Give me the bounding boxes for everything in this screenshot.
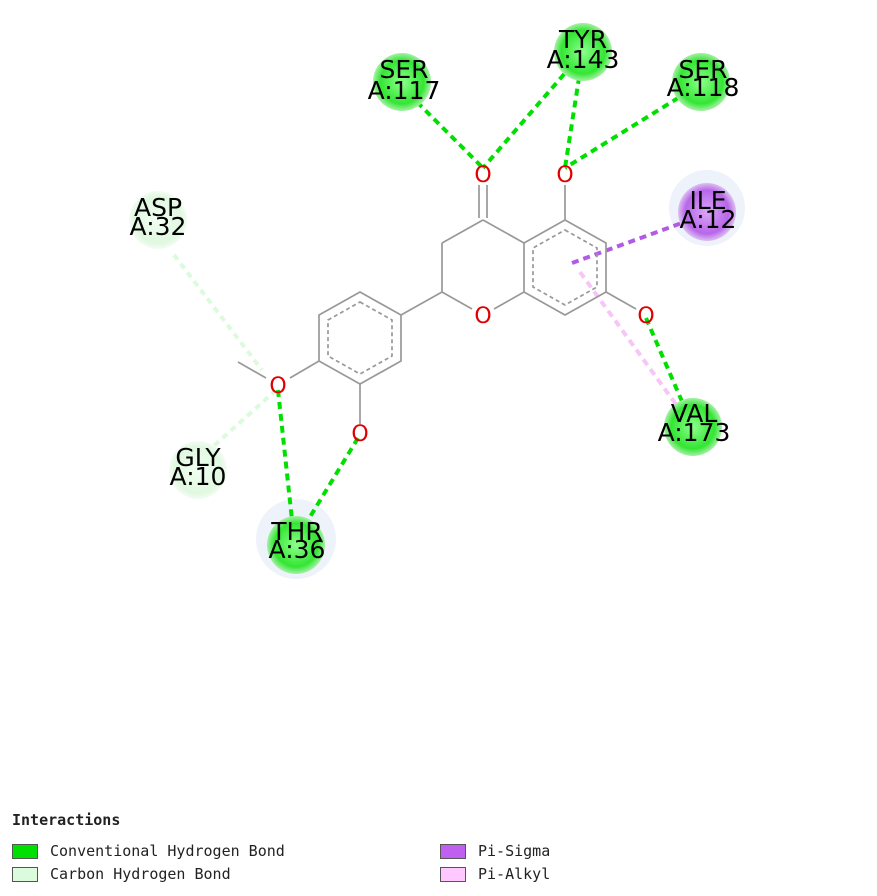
hbond-val173 — [644, 317, 692, 421]
oxygen-5: O — [556, 163, 573, 188]
residue-id: A:36 — [269, 535, 326, 564]
residue-asp32: ASP A:32 — [129, 191, 187, 249]
legend-swatch — [12, 866, 38, 882]
residue-id: A:32 — [130, 212, 187, 241]
legend: Interactions Conventional Hydrogen Bond … — [12, 811, 612, 891]
residue-id: A:118 — [667, 73, 740, 102]
residue-ser118: SER A:118 — [667, 53, 740, 111]
oxygen-hydroxy: O — [351, 422, 368, 447]
hbond-tyr143-o5 — [563, 64, 583, 169]
legend-item-conventional-hbond: Conventional Hydrogen Bond — [12, 841, 285, 861]
residue-id: A:173 — [658, 418, 731, 447]
pi-sigma-ile12 — [571, 218, 691, 265]
legend-label: Pi-Alkyl — [478, 865, 551, 883]
residue-gly10: GLY A:10 — [169, 441, 227, 499]
residue-ser117: SER A:117 — [368, 53, 441, 111]
legend-swatch — [12, 843, 38, 859]
hbond-ser118 — [563, 83, 701, 170]
legend-label: Conventional Hydrogen Bond — [50, 842, 285, 860]
legend-item-carbon-hbond: Carbon Hydrogen Bond — [12, 864, 231, 884]
residue-ile12: ILE A:12 — [678, 183, 736, 241]
legend-item-pi-sigma: Pi-Sigma — [440, 841, 550, 861]
ligand-structure — [237, 185, 637, 424]
residue-id: A:117 — [368, 76, 441, 105]
legend-swatch — [440, 843, 466, 859]
residue-id: A:143 — [547, 45, 620, 74]
residue-name: THR — [270, 517, 322, 546]
residue-name: ASP — [134, 193, 182, 222]
residue-name: GLY — [175, 443, 221, 472]
residue-name: TYR — [558, 25, 607, 54]
legend-swatch — [440, 866, 466, 882]
oxygen-methoxy: O — [269, 374, 286, 399]
legend-title: Interactions — [12, 811, 121, 829]
pi-alkyl-val173 — [578, 270, 682, 412]
hbond-thr36-methoxy — [276, 389, 294, 521]
atom-labels: O O O O O O — [269, 163, 654, 447]
oxygen-carbonyl: O — [474, 163, 491, 188]
residue-name: SER — [379, 55, 428, 84]
hbond-tyr143-carbonyl — [481, 63, 574, 170]
legend-label: Carbon Hydrogen Bond — [50, 865, 231, 883]
residue-thr36: THR A:36 — [267, 516, 325, 574]
residue-tyr143: TYR A:143 — [547, 23, 620, 81]
hbond-ser117 — [398, 83, 485, 170]
oxygen-ring: O — [474, 304, 491, 329]
residue-name: VAL — [671, 399, 718, 428]
legend-item-pi-alkyl: Pi-Alkyl — [440, 864, 550, 884]
residue-val173: VAL A:173 — [658, 398, 731, 456]
carbon-hbond-asp32 — [172, 253, 264, 372]
interaction-lines — [172, 63, 701, 532]
residue-id: A:10 — [170, 462, 227, 491]
residue-id: A:12 — [680, 205, 737, 234]
oxygen-7: O — [637, 304, 654, 329]
legend-label: Pi-Sigma — [478, 842, 551, 860]
hbond-thr36-hydroxy — [300, 436, 360, 532]
residue-name: SER — [678, 55, 727, 84]
residue-name: ILE — [689, 186, 726, 215]
